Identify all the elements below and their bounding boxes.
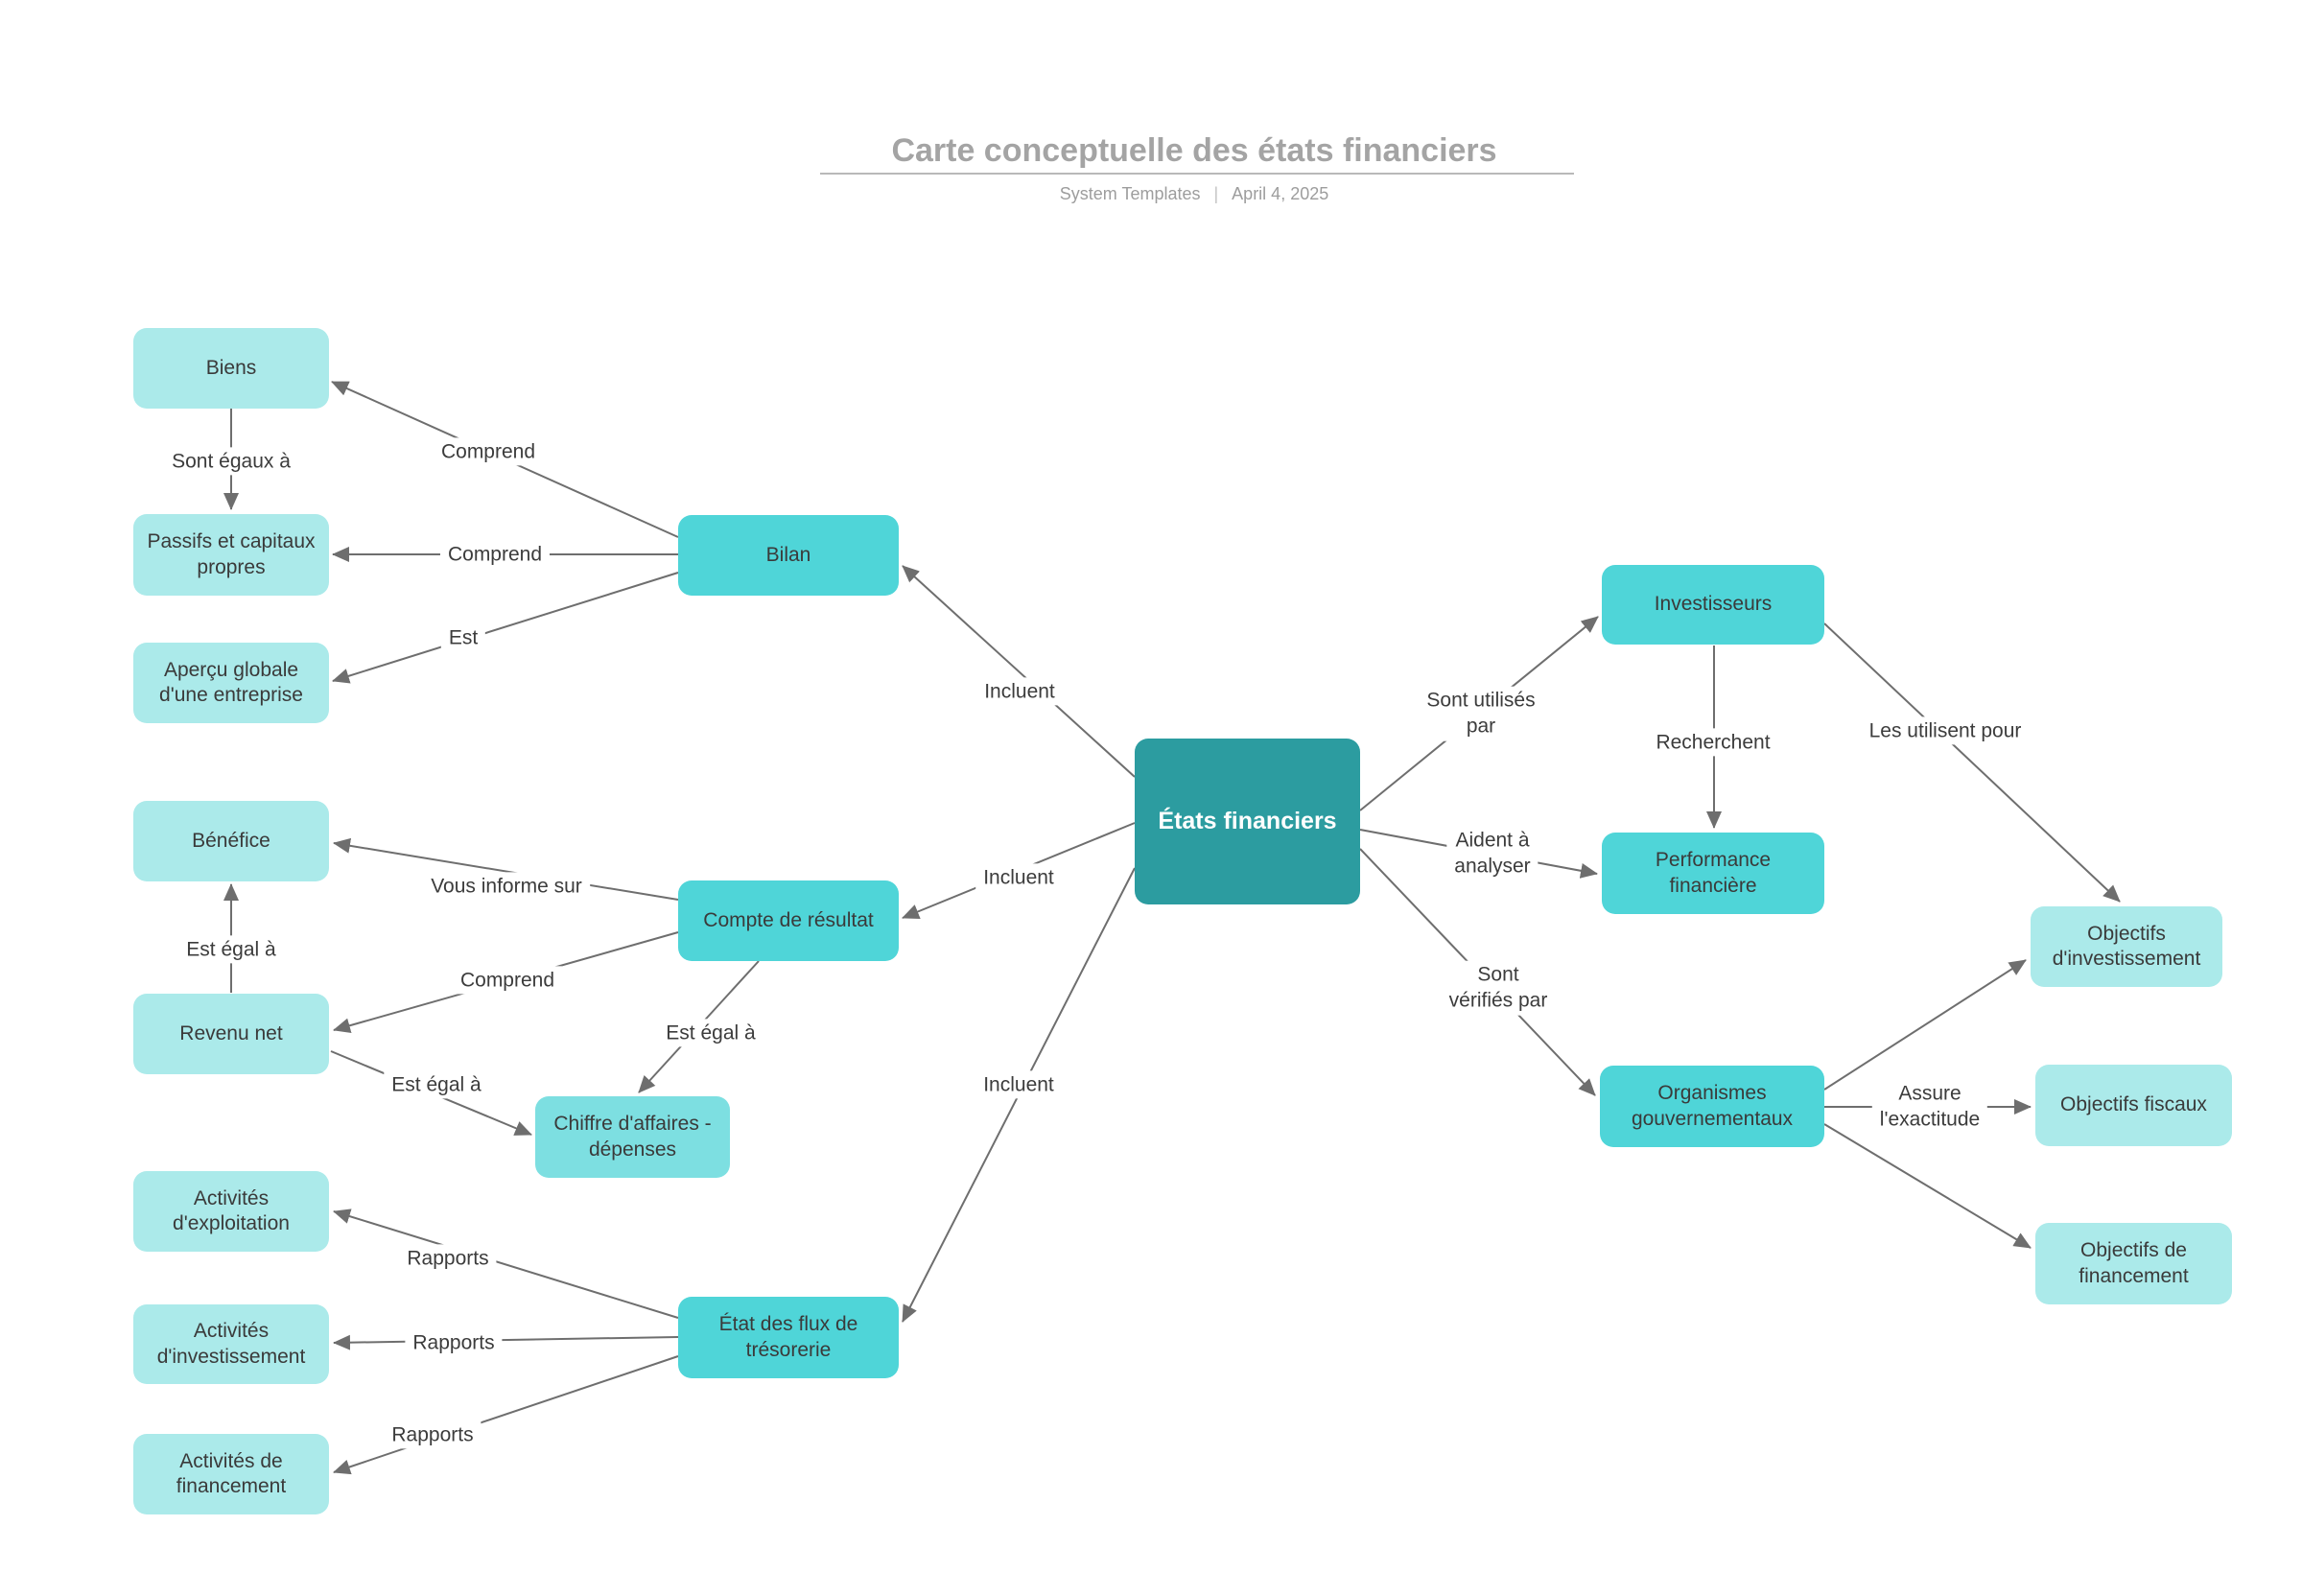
- subtitle-separator: |: [1213, 184, 1219, 203]
- node-bilan[interactable]: Bilan: [678, 515, 899, 596]
- node-organismes-gouvernementaux[interactable]: Organismes gouvernementaux: [1600, 1066, 1824, 1147]
- edge-label-bilan-passifs[interactable]: Comprend: [439, 540, 551, 569]
- author-label: System Templates: [1059, 184, 1201, 203]
- node-objectifs-fiscaux[interactable]: Objectifs fiscaux: [2035, 1065, 2232, 1146]
- edge-label-bilan-biens[interactable]: Comprend: [433, 437, 544, 466]
- edge-label-bilan-apercu[interactable]: Est: [440, 623, 486, 652]
- edge-label-ef-bilan[interactable]: Incluent: [976, 677, 1063, 706]
- node-biens[interactable]: Biens: [133, 328, 329, 409]
- node-etats-financiers[interactable]: États financiers: [1135, 739, 1360, 904]
- edge-line-organismes-objinv: [1823, 959, 2027, 1091]
- node-objectifs-investissement[interactable]: Objectifs d'investissement: [2031, 906, 2222, 987]
- node-objectifs-financement[interactable]: Objectifs de financement: [2035, 1223, 2232, 1304]
- node-benefice[interactable]: Bénéfice: [133, 801, 329, 881]
- edge-label-investisseurs-objinv[interactable]: Les utilisent pour: [1861, 716, 2030, 745]
- node-investisseurs[interactable]: Investisseurs: [1602, 565, 1824, 645]
- edge-line-bilan-apercu: [332, 572, 679, 684]
- subtitle: System Templates | April 4, 2025: [1060, 184, 1329, 204]
- edge-line-flux-investissement: [333, 1334, 679, 1350]
- edge-line-investisseurs-objinv: [1823, 622, 2121, 903]
- node-etat-des-flux-de-tresorerie[interactable]: État des flux de trésorerie: [678, 1297, 899, 1378]
- node-performance-financiere[interactable]: Performance financière: [1602, 833, 1824, 914]
- edge-label-revenu-benefice[interactable]: Est égal à: [178, 935, 284, 964]
- edge-label-revenu-chiffre[interactable]: Est égal à: [384, 1070, 489, 1099]
- title-underline: [820, 173, 1574, 175]
- edge-label-compte-revenu[interactable]: Comprend: [452, 966, 563, 995]
- edge-line-flux-financement: [333, 1355, 679, 1475]
- edge-label-flux-exploitation[interactable]: Rapports: [399, 1244, 497, 1273]
- edge-line-compte-benefice: [333, 837, 679, 901]
- edge-label-ef-flux[interactable]: Incluent: [975, 1070, 1062, 1099]
- edge-label-investisseurs-performance[interactable]: Recherchent: [1648, 728, 1778, 757]
- page-title: Carte conceptuelle des états financiers: [891, 132, 1497, 169]
- node-revenu-net[interactable]: Revenu net: [133, 994, 329, 1074]
- edge-label-ef-organismes[interactable]: Sont vérifiés par: [1441, 960, 1556, 1016]
- edge-label-flux-investissement[interactable]: Rapports: [405, 1328, 503, 1357]
- edge-label-compte-chiffre[interactable]: Est égal à: [658, 1019, 763, 1047]
- edge-line-ef-bilan: [902, 565, 1136, 778]
- edge-label-compte-benefice[interactable]: Vous informe sur: [423, 872, 590, 901]
- edge-label-ef-compte[interactable]: Incluent: [975, 863, 1062, 892]
- node-apercu-globale[interactable]: Aperçu globale d'une entreprise: [133, 643, 329, 723]
- edge-label-ef-investisseurs[interactable]: Sont utilisés par: [1419, 686, 1543, 741]
- edge-label-ef-performance[interactable]: Aident à analyser: [1446, 826, 1539, 881]
- node-passifs-et-capitaux-propres[interactable]: Passifs et capitaux propres: [133, 514, 329, 596]
- edge-line-organismes-financement: [1823, 1123, 2032, 1249]
- node-compte-de-resultat[interactable]: Compte de résultat: [678, 880, 899, 961]
- date-label: April 4, 2025: [1232, 184, 1329, 203]
- node-activites-exploitation[interactable]: Activités d'exploitation: [133, 1171, 329, 1252]
- node-chiffre-d-affaires-depenses[interactable]: Chiffre d'affaires - dépenses: [535, 1096, 730, 1178]
- edge-label-flux-financement[interactable]: Rapports: [384, 1420, 482, 1449]
- edge-label-organismes-fiscaux[interactable]: Assure l'exactitude: [1871, 1079, 1988, 1135]
- edge-label-biens-passifs[interactable]: Sont égaux à: [164, 447, 298, 476]
- node-activites-investissement[interactable]: Activités d'investissement: [133, 1304, 329, 1384]
- node-activites-financement[interactable]: Activités de financement: [133, 1434, 329, 1514]
- edge-line-flux-exploitation: [333, 1209, 679, 1319]
